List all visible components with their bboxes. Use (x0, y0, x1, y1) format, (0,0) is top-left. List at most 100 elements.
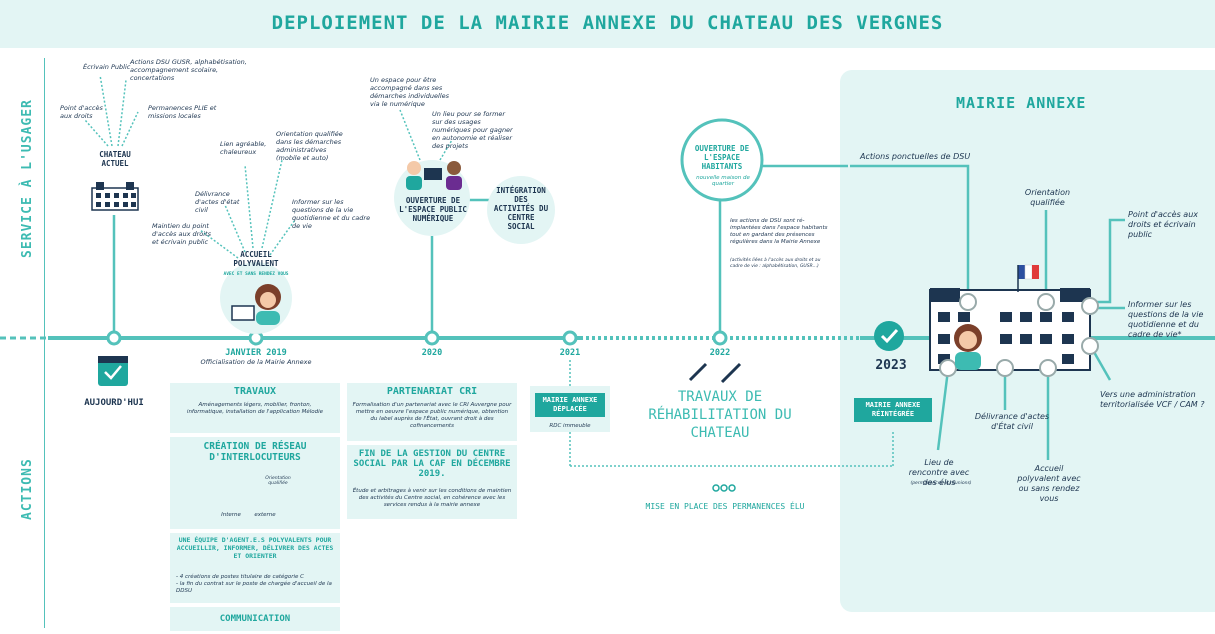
arrow-10 (399, 109, 421, 161)
arrow-9 (269, 219, 296, 256)
box-communication (170, 607, 340, 631)
reseau-interne: Interne (221, 512, 241, 518)
node-deliv (996, 359, 1014, 377)
equipe-title: UNE ÉQUIPE D'AGENT.E.S POLYVALENTS POUR … (176, 536, 334, 560)
page-title: DEPLOIEMENT DE LA MAIRIE ANNEXE DU CHATE… (271, 12, 944, 34)
chateau-actuel-label: CHATEAU ACTUEL (99, 150, 131, 168)
travaux-text: Aménagements légers, mobilier, fronton, … (186, 402, 324, 415)
line-dsu (850, 164, 970, 300)
ma-note-accueil: Accueil polyvalent avec ou sans rendez v… (1017, 464, 1081, 503)
side-divider (44, 58, 45, 628)
reseau-externe: externe (254, 512, 276, 518)
node-point (1081, 297, 1099, 315)
travaux-title: TRAVAUX (233, 386, 277, 397)
habitants-label: OUVERTURE DE L'ESPACE HABITANTS (694, 144, 750, 171)
mairie-annexe-title: MAIRIE ANNEXE (956, 94, 1087, 112)
note-permanences: Permanences PLIE et missions locales (148, 104, 217, 120)
ma-note-lieu-sub: (permanences et réunions) (910, 481, 972, 486)
note-point-acces: Point d'accès aux droits (60, 104, 103, 120)
dot-aujourdhui (106, 330, 122, 346)
ma-note-vers: Vers une administration territorialisée … (1100, 390, 1205, 409)
habitants-circle (680, 118, 764, 202)
habitants-note2: (activités liées à l'accès aux droits et… (730, 258, 821, 269)
accueil-sub: AVEC ET SANS RENDEZ VOUS (223, 272, 289, 277)
arrow-8 (261, 159, 283, 249)
ma-note-point: Point d'accès aux droits et écrivain pub… (1128, 210, 1199, 239)
calendar-icon (98, 356, 128, 386)
accueil-person (231, 284, 281, 325)
equipe-line2: - la fin du contrat sur le poste de char… (176, 581, 332, 594)
permanences-label: MISE EN PLACE DES PERMANENCES ÉLU (645, 502, 805, 511)
node-accueil (1039, 359, 1057, 377)
habitants-note: les actions de DSU sont ré-implantées da… (730, 218, 828, 245)
note-maintien: Maintien du point d'accès aux droits et … (152, 222, 212, 246)
partenariat-text: Formalisation d'un partenariat avec le C… (352, 402, 512, 429)
travaux-rehab: TRAVAUX DE RÉHABILITATION DU CHATEAU (648, 389, 792, 441)
note-former: Un lieu pour se former sur des usages nu… (432, 110, 513, 150)
people-icon (712, 484, 736, 492)
arrow-3 (117, 79, 127, 147)
box-partenariat (347, 383, 517, 441)
fin-gestion-title: FIN DE LA GESTION DU CENTRE SOCIAL PAR L… (353, 449, 511, 479)
note-ecrivain: Écrivain Public (83, 63, 131, 71)
node-vers (1081, 337, 1099, 355)
ma-note-dsu: Actions ponctuelles de DSU (860, 152, 971, 161)
deplacee-sub: RDC immeuble (549, 423, 591, 429)
reseau-orient: Orientation qualifiée (265, 476, 291, 486)
mairie-building (929, 264, 1091, 371)
label-janvier-sub: Officialisation de la Mairie Annexe (200, 358, 312, 366)
note-dsu: Actions DSU GUSR, alphabétisation, accom… (130, 58, 247, 82)
box-reseau (170, 437, 340, 529)
arrow-2 (99, 74, 113, 147)
ma-note-lieu: Lieu de rencontre avec des élus (908, 458, 970, 487)
line-point (1090, 218, 1125, 304)
centre-social-circle (487, 176, 555, 244)
partenariat-title: PARTENARIAT CRI (386, 386, 478, 397)
arrow-1 (84, 119, 109, 147)
label-2021: 2021 (559, 348, 581, 358)
arrow-4 (121, 111, 139, 147)
box-fin-gestion (347, 445, 517, 519)
label-2020: 2020 (421, 348, 443, 358)
label-2023: 2023 (875, 358, 907, 373)
epn-label: OUVERTURE DE L'ESPACE PUBLIC NUMÉRIQUE (399, 196, 467, 223)
box-equipe (170, 533, 340, 603)
tools-icon (688, 362, 742, 384)
note-delivrance: Délivrance d'actes d'état civil (195, 190, 240, 214)
mairie-person (954, 324, 982, 370)
reseau-title: CRÉATION DE RÉSEAU D'INTERLOCUTEURS (203, 441, 307, 463)
title-bar (0, 0, 1215, 48)
communication-title: COMMUNICATION (219, 614, 291, 624)
label-2022: 2022 (709, 348, 731, 358)
arrow-6 (224, 204, 246, 253)
ma-note-orientation: Orientation qualifiée (1024, 188, 1071, 207)
line-lieu (936, 369, 950, 451)
ma-note-informer: Informer sur les questions de la vie quo… (1128, 300, 1204, 339)
node-dsu (959, 293, 977, 311)
reintegree-badge: MAIRIE ANNEXE RÉINTÉGRÉE (854, 398, 932, 422)
dot-2021 (562, 330, 578, 346)
fin-gestion-text: Étude et arbitrages à venir sur les cond… (352, 488, 512, 508)
note-orientation: Orientation qualifiée dans les démarches… (276, 130, 343, 162)
dot-2020 (424, 330, 440, 346)
note-accompagne: Un espace pour être accompagné dans ses … (370, 76, 450, 108)
ma-note-delivrance: Délivrance d'actes d'État civil (974, 412, 1050, 431)
check-2023 (874, 321, 904, 351)
integration-label: INTÉGRATION DES ACTIVITÉS DU CENTRE SOCI… (493, 186, 549, 231)
box-travaux (170, 383, 340, 433)
node-orient (1037, 293, 1055, 311)
dot-2022 (712, 330, 728, 346)
chateau-actuel-building (91, 182, 139, 211)
epn-people (406, 161, 462, 190)
equipe-line1: - 4 créations de postes titulaire de cat… (176, 574, 304, 580)
check-icon (880, 328, 899, 344)
arrow-7 (244, 164, 254, 249)
label-aujourdhui: AUJOURD'HUI (84, 398, 144, 408)
label-janvier: JANVIER 2019 (225, 348, 287, 358)
deplacee-badge: MAIRIE ANNEXE DÉPLACÉE (535, 393, 605, 417)
node-lieu (939, 359, 957, 377)
note-informer: Informer sur les questions de la vie quo… (292, 198, 371, 230)
accueil-label: ACCUEIL POLYVALENT (233, 250, 279, 268)
note-lien: Lien agréable, chaleureux (220, 140, 267, 156)
habitants-sub: nouvelle maison de quartier (696, 175, 750, 187)
